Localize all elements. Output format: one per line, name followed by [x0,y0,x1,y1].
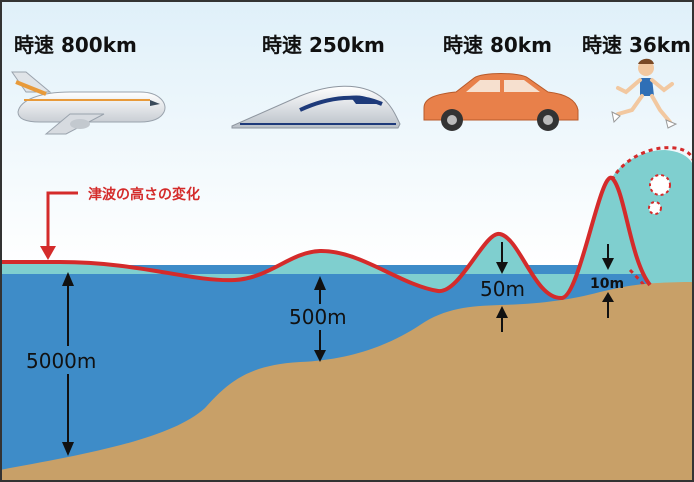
speed-label-train: 時速 250km [262,33,385,57]
wave-crash-dashed [628,268,660,303]
breaking-wave-icon [612,150,694,285]
depth-marker-5000m [22,272,114,456]
depth-label-50m: 50m [480,277,525,301]
speed-label-runner: 時速 36km [582,33,691,57]
surface-water-layer [0,177,694,299]
airplane-icon [11,71,166,135]
seabed [0,282,694,482]
depth-marker-50m [496,242,508,332]
wave-foam-outline [610,146,694,181]
legend-arrow-head [40,246,56,260]
depth-label-10m: 10m [590,276,624,292]
speed-label-car: 時速 80km [443,33,552,57]
bullet-train-icon [231,85,401,129]
speed-label-airplane: 時速 800km [14,33,137,57]
depth-label-5000m: 5000m [26,349,96,373]
wave-foam-curl [649,174,671,196]
depth-label-500m: 500m [289,305,347,329]
sky-background [0,0,694,265]
tsunami-height-line [0,175,652,301]
legend-label: 津波の高さの変化 [88,186,200,203]
depth-marker-500m [286,276,354,362]
runner-icon [611,58,678,129]
legend-leader-line [46,191,78,248]
car-icon [423,73,579,131]
depth-marker-10m [602,244,614,318]
wave-foam-curl-inner [648,201,662,215]
